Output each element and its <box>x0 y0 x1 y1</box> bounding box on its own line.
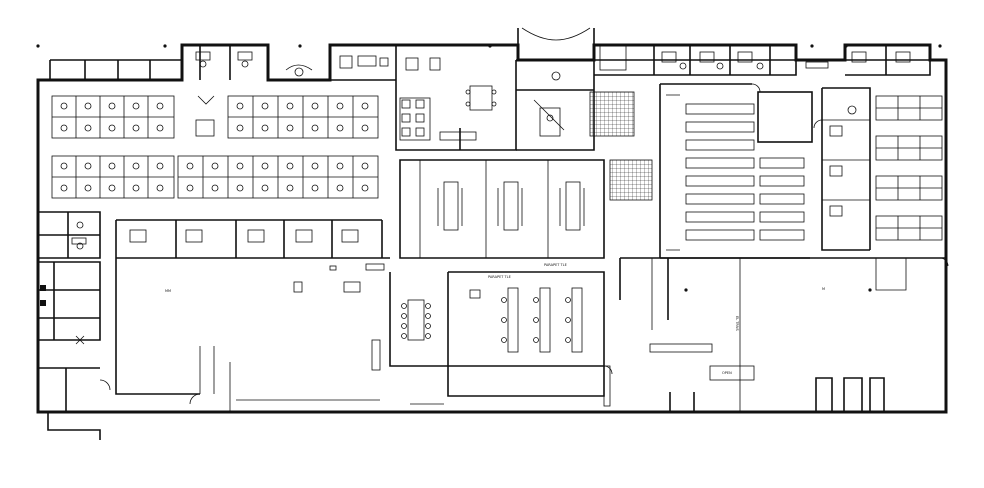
north-offices-west <box>49 45 313 80</box>
reception-core <box>516 59 595 151</box>
east-offices <box>821 87 871 251</box>
south-corridor <box>236 365 611 407</box>
cafe-area <box>395 60 517 151</box>
west-hall: MM <box>115 257 390 412</box>
west-offices <box>38 211 101 259</box>
stair-core <box>589 45 653 201</box>
sign-el-trns: EL TRNS <box>735 316 739 331</box>
door-swings <box>99 83 949 405</box>
cubicle-bank-1 <box>51 95 175 139</box>
north-offices-middle <box>594 45 797 76</box>
north-offices-east <box>805 45 931 76</box>
meeting-rooms-row <box>115 219 383 258</box>
east-workstations <box>875 95 943 241</box>
sign-open: OPEN <box>722 371 732 375</box>
room-label-m: M <box>822 287 825 291</box>
classroom-south: PARAPET TLE PARAPET TLE <box>448 263 605 367</box>
cubicle-bank-3 <box>51 155 175 199</box>
cafe-tables <box>401 99 425 137</box>
south-east-hall: M EL TRNS OPEN <box>619 257 946 412</box>
conference-room <box>389 272 449 367</box>
auditorium <box>659 83 813 259</box>
room-label-mm: MM <box>165 289 171 293</box>
restrooms <box>38 261 101 412</box>
cubicle-bank-4 <box>177 155 379 199</box>
north-lounge <box>330 45 441 128</box>
break-table <box>195 95 215 137</box>
tag-parapet-2: PARAPET TLE <box>544 263 567 267</box>
seating-rows-right <box>759 157 805 241</box>
column-markers <box>36 44 942 292</box>
seating-rows-left <box>685 103 755 241</box>
training-room-north <box>399 159 605 259</box>
cubicle-bank-2 <box>227 95 379 139</box>
tag-parapet-1: PARAPET TLE <box>488 275 511 279</box>
